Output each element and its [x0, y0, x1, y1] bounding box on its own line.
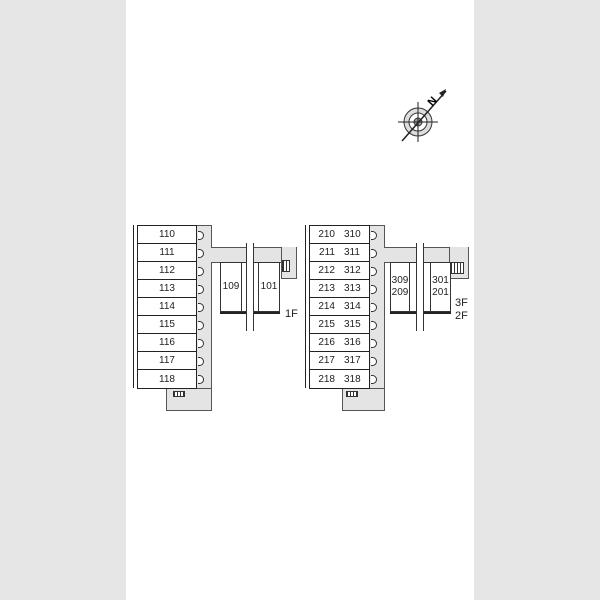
unit-number: 211: [319, 247, 335, 258]
unit-number: 110: [159, 229, 175, 240]
unit-number: 109: [222, 281, 240, 292]
door-icon: [198, 303, 204, 312]
stairs-icon: [450, 262, 464, 274]
door-icon: [198, 231, 204, 240]
unit-116: 116: [138, 334, 196, 352]
unit-number: 116: [159, 337, 175, 348]
unit-112: 112: [138, 262, 196, 280]
unit-number: 318: [344, 373, 361, 385]
unit-number: 114: [159, 301, 175, 312]
stairs-icon: [346, 391, 358, 397]
door-icon: [371, 267, 377, 276]
unit-number: 314: [344, 301, 361, 312]
unit-101: 101: [258, 262, 280, 312]
unit-number: 315: [344, 319, 361, 330]
door-icon: [371, 231, 377, 240]
unit-number: 309: [391, 275, 409, 286]
unit-row-214-314: 214 314: [310, 298, 369, 316]
unit-column-2f-3f: 210 310 211 311 212 312 213 313 214 314 215 31…: [309, 225, 370, 389]
unit-number: 113: [159, 283, 175, 294]
door-icon: [198, 321, 204, 330]
unit-111: 111: [138, 244, 196, 262]
balcony-line: [305, 225, 306, 388]
unit-118: 118: [138, 370, 196, 388]
door-icon: [371, 285, 377, 294]
unit-113: 113: [138, 280, 196, 298]
door-icon: [371, 357, 377, 366]
unit-number: 317: [344, 355, 361, 366]
door-icon: [371, 321, 377, 330]
door-icon: [371, 375, 377, 384]
door-icon: [198, 267, 204, 276]
door-icon: [198, 339, 204, 348]
floor-label-3f: 3F: [455, 297, 468, 309]
unit-column-1f: 110 111 112 113 114 115 116 117 118: [137, 225, 197, 389]
break-symbol: [416, 243, 424, 331]
balcony-line: [133, 225, 134, 388]
unit-number: 313: [344, 283, 361, 294]
unit-114: 114: [138, 298, 196, 316]
unit-number: 201: [432, 287, 449, 298]
unit-number: 209: [391, 287, 409, 298]
door-icon: [371, 303, 377, 312]
door-icon: [198, 357, 204, 366]
unit-number: 218: [318, 373, 335, 385]
unit-number: 316: [344, 337, 361, 348]
unit-row-218-318: 218 318: [310, 370, 369, 388]
unit-row-215-315: 215 315: [310, 316, 369, 334]
door-icon: [198, 249, 204, 258]
unit-number: 312: [344, 265, 361, 276]
unit-row-217-317: 217 317: [310, 352, 369, 370]
unit-row-212-312: 212 312: [310, 262, 369, 280]
unit-115: 115: [138, 316, 196, 334]
unit-number: 117: [159, 355, 175, 366]
unit-number: 213: [318, 283, 335, 294]
unit-row-210-310: 210 310: [310, 226, 369, 244]
north-compass-icon: N: [398, 89, 447, 142]
stairs-icon: [173, 391, 185, 397]
unit-number: 214: [318, 301, 335, 312]
unit-row-216-316: 216 316: [310, 334, 369, 352]
unit-number: 210: [318, 229, 335, 240]
unit-number: 216: [318, 337, 335, 348]
door-icon: [371, 339, 377, 348]
unit-number: 310: [344, 229, 361, 240]
compass-north-label: N: [426, 95, 440, 109]
door-icon: [198, 285, 204, 294]
unit-number: 101: [260, 281, 278, 292]
break-symbol: [246, 243, 254, 331]
unit-number: 112: [159, 265, 175, 276]
unit-number: 311: [344, 247, 360, 258]
unit-number: 215: [318, 319, 335, 330]
unit-number: 111: [159, 247, 175, 258]
floor-label-2f: 2F: [455, 310, 468, 322]
unit-number: 217: [318, 355, 335, 366]
unit-109: 109: [220, 262, 242, 312]
stairs-icon: [282, 260, 290, 272]
floor-label-1f: 1F: [285, 308, 298, 320]
unit-row-213-313: 213 313: [310, 280, 369, 298]
unit-number: 118: [159, 373, 175, 385]
unit-number: 301: [432, 275, 449, 286]
unit-row-211-311: 211 311: [310, 244, 369, 262]
unit-110: 110: [138, 226, 196, 244]
door-icon: [198, 375, 204, 384]
unit-number: 115: [159, 319, 175, 330]
door-icon: [371, 249, 377, 258]
unit-117: 117: [138, 352, 196, 370]
unit-number: 212: [318, 265, 335, 276]
